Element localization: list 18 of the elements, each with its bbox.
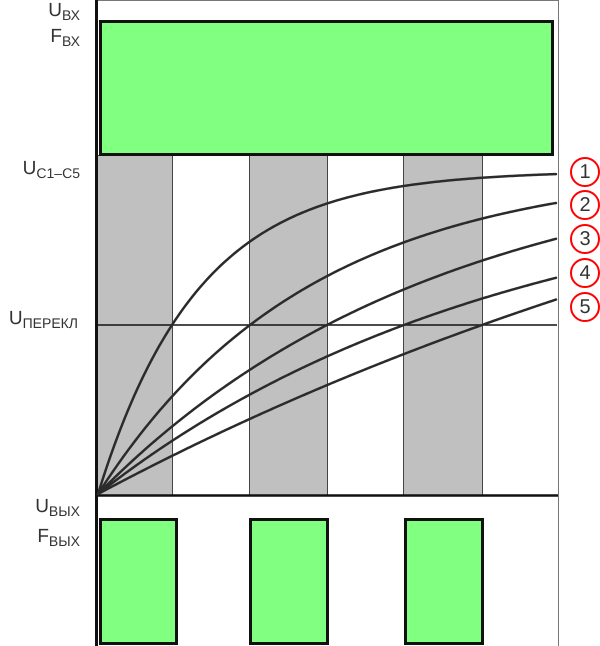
callout-number: 3 xyxy=(570,224,600,254)
signal-label: F$_{ВХ}$ xyxy=(50,27,80,47)
shaded-band xyxy=(96,155,173,496)
output-pulse xyxy=(249,518,329,645)
signal-label: U$_{C1–C5}$ xyxy=(22,159,80,179)
callout-number: 1 xyxy=(570,157,600,187)
shaded-band xyxy=(403,155,483,496)
shaded-band xyxy=(249,155,328,496)
callout-number: 4 xyxy=(570,258,600,288)
callout-number: 2 xyxy=(570,190,600,220)
signal-label: U$_{ВХ}$ xyxy=(48,1,80,21)
signal-label: U$_{ВЫХ}$ xyxy=(35,497,80,517)
output-pulse xyxy=(99,518,178,645)
output-pulse xyxy=(404,518,484,645)
signal-label: U$_{ПЕРЕКЛ}$ xyxy=(8,309,78,329)
signal-label: F$_{ВЫХ}$ xyxy=(37,527,80,547)
input-pulse xyxy=(99,20,554,156)
callout-number: 5 xyxy=(570,292,600,322)
